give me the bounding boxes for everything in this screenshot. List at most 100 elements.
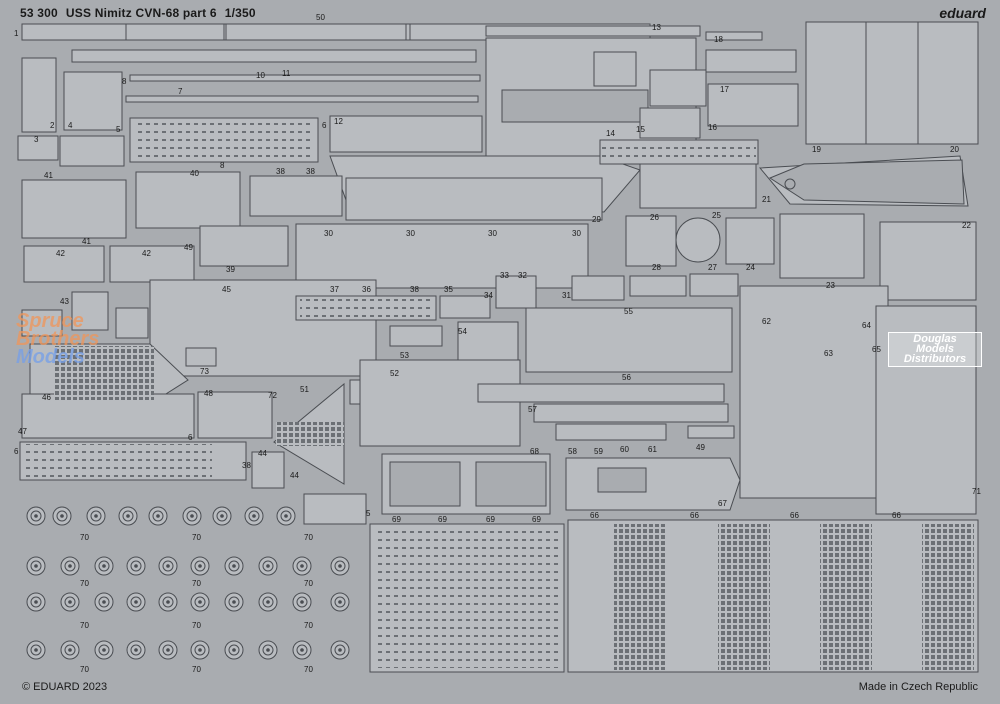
part-number: 35 [444, 285, 453, 294]
part-number: 66 [790, 511, 799, 520]
part-number: 52 [390, 369, 399, 378]
watermark-left: Spruce Brothers Models [16, 311, 100, 368]
part-number: 8 [220, 161, 225, 170]
part-number: 54 [458, 327, 467, 336]
watermark-line: Models [916, 343, 954, 355]
part-number: 41 [82, 237, 91, 246]
part-number: 69 [532, 515, 541, 524]
part-number: 11 [282, 69, 291, 78]
part-number: 70 [80, 579, 89, 588]
part-number: 23 [826, 281, 835, 290]
part-number: 69 [438, 515, 447, 524]
part-number: 58 [568, 447, 577, 456]
part-number: 25 [712, 211, 721, 220]
part-number: 7 [178, 87, 183, 96]
part-number: 60 [620, 445, 629, 454]
part-number: 24 [746, 263, 755, 272]
part-number: 30 [406, 229, 415, 238]
part-number: 26 [650, 213, 659, 222]
part-number: 31 [562, 291, 571, 300]
part-number: 39 [226, 265, 235, 274]
part-number: 6 [188, 433, 193, 442]
part-number: 38 [410, 285, 419, 294]
part-number: 29 [592, 215, 601, 224]
part-number: 70 [304, 665, 313, 674]
part-number: 14 [606, 129, 615, 138]
part-number: 36 [362, 285, 371, 294]
part-number: 69 [392, 515, 401, 524]
part-number: 17 [720, 85, 729, 94]
part-number: 55 [624, 307, 633, 316]
part-number: 5 [116, 125, 121, 134]
watermark-line: Brothers [16, 328, 100, 350]
part-number: 21 [762, 195, 771, 204]
product-code: 53 300 [20, 6, 58, 20]
part-number: 50 [316, 13, 325, 22]
part-number: 38 [276, 167, 285, 176]
part-number: 12 [334, 117, 343, 126]
part-number: 38 [242, 461, 251, 470]
part-number: 3 [34, 135, 39, 144]
part-number: 19 [812, 145, 821, 154]
part-number: 57 [528, 405, 537, 414]
part-number: 30 [488, 229, 497, 238]
part-number: 42 [56, 249, 65, 258]
part-number: 37 [330, 285, 339, 294]
part-number: 70 [192, 533, 201, 542]
part-number: 66 [590, 511, 599, 520]
part-number: 32 [518, 271, 527, 280]
part-number: 43 [60, 297, 69, 306]
part-number: 44 [290, 471, 299, 480]
watermark-line: Distributors [903, 353, 967, 365]
part-number: 8 [122, 77, 127, 86]
part-number: 69 [486, 515, 495, 524]
part-number: 30 [572, 229, 581, 238]
part-number: 49 [696, 443, 705, 452]
part-number: 2 [50, 121, 55, 130]
part-number: 68 [530, 447, 539, 456]
part-number: 6 [322, 121, 327, 130]
part-number: 56 [622, 373, 631, 382]
part-number: 70 [80, 533, 89, 542]
part-number: 70 [304, 621, 313, 630]
part-number: 70 [80, 621, 89, 630]
watermark-line: Models [16, 346, 85, 368]
part-number: 62 [762, 317, 771, 326]
part-number: 70 [304, 579, 313, 588]
part-number: 34 [484, 291, 493, 300]
part-number: 61 [648, 445, 657, 454]
brand-logo: eduard [939, 5, 986, 21]
part-number: 41 [44, 171, 53, 180]
part-number: 16 [708, 123, 717, 132]
part-number: 1 [14, 29, 19, 38]
part-number: 53 [400, 351, 409, 360]
part-number: 15 [636, 125, 645, 134]
copyright: © EDUARD 2023 [22, 681, 108, 693]
watermark-line: Douglas [913, 333, 957, 345]
part-number: 70 [192, 621, 201, 630]
part-number: 66 [892, 511, 901, 520]
part-number: 20 [950, 145, 959, 154]
part-number: 70 [192, 579, 201, 588]
part-number: 72 [268, 391, 277, 400]
part-number: 22 [962, 221, 971, 230]
part-number: 70 [80, 665, 89, 674]
part-number: 5 [366, 509, 371, 518]
part-number: 44 [258, 449, 267, 458]
part-number: 4 [68, 121, 73, 130]
part-number: 64 [862, 321, 871, 330]
part-number: 48 [204, 389, 213, 398]
part-number: 28 [652, 263, 661, 272]
part-number: 71 [972, 487, 981, 496]
part-number: 6 [14, 447, 19, 456]
part-number: 70 [192, 665, 201, 674]
part-number: 46 [42, 393, 51, 402]
part-number: 73 [200, 367, 209, 376]
part-number: 45 [222, 285, 231, 294]
watermark-right: Douglas Models Distributors [888, 332, 982, 367]
part-number: 30 [324, 229, 333, 238]
part-number: 59 [594, 447, 603, 456]
